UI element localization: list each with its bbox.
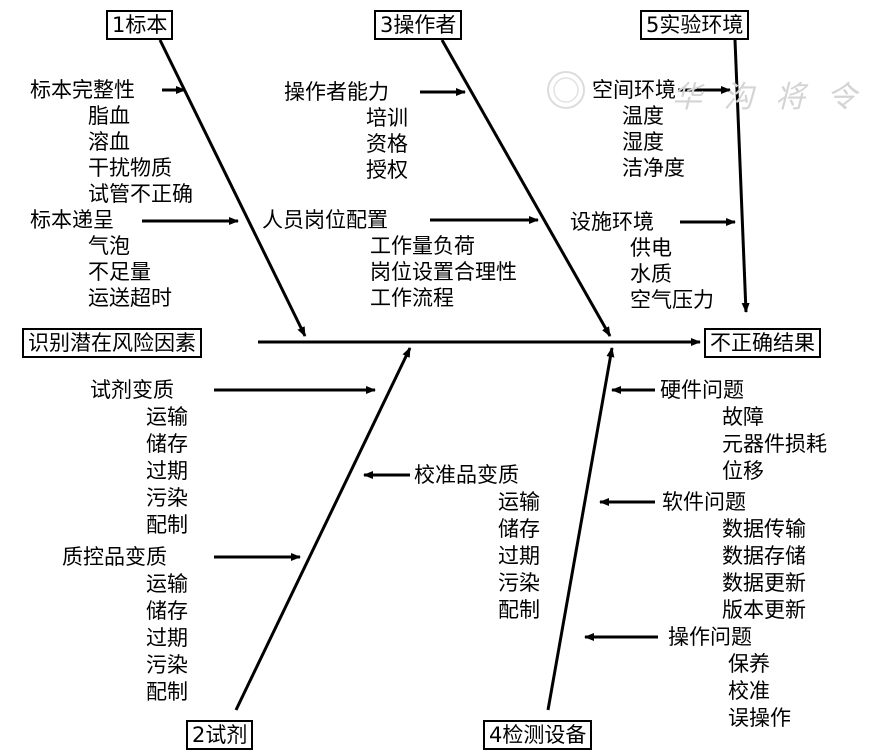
sub-cause: 污染 (498, 571, 540, 595)
category-specimen: 1标本 (106, 10, 174, 40)
sub-cause: 气泡 (88, 234, 130, 258)
cause-hardware: 硬件问题 (660, 378, 744, 402)
sub-cause: 工作量负荷 (370, 234, 475, 258)
sub-cause: 运送超时 (88, 286, 172, 310)
sub-cause: 过期 (146, 459, 188, 483)
sub-cause: 水质 (630, 262, 672, 286)
category-equipment: 4检测设备 (483, 720, 593, 750)
bone-environment (733, 39, 750, 313)
cause-operation: 操作问题 (668, 625, 752, 649)
sub-cause: 保养 (728, 652, 770, 676)
cause-staffing: 人员岗位配置 (262, 208, 388, 232)
sub-cause: 空气压力 (630, 288, 714, 312)
sub-cause: 数据传输 (722, 517, 806, 541)
cause-qc: 质控品变质 (62, 545, 167, 569)
sub-cause: 位移 (722, 459, 764, 483)
sub-cause: 储存 (498, 517, 540, 541)
category-reagent: 2试剂 (186, 720, 254, 750)
sub-cause: 数据存储 (722, 544, 806, 568)
sub-cause: 干扰物质 (88, 156, 172, 180)
sub-cause: 故障 (722, 405, 764, 429)
sub-cause: 版本更新 (722, 598, 806, 622)
bone-reagent (234, 347, 412, 711)
bone-equipment (546, 347, 615, 711)
sub-cause: 校准 (728, 679, 770, 703)
cause-integrity: 标本完整性 (30, 78, 135, 102)
sub-cause: 溶血 (88, 130, 130, 154)
sub-cause: 资格 (366, 132, 408, 156)
sub-cause: 数据更新 (722, 571, 806, 595)
sub-cause: 储存 (146, 599, 188, 623)
sub-cause: 湿度 (622, 130, 664, 154)
category-environment: 5实验环境 (640, 10, 750, 40)
cause-facility: 设施环境 (570, 210, 654, 234)
sub-cause: 元器件损耗 (722, 432, 827, 456)
cause-calibrator: 校准品变质 (414, 463, 519, 487)
cause-deterioration: 试剂变质 (90, 378, 174, 402)
sub-cause: 试管不正确 (88, 182, 193, 206)
sub-cause: 配制 (498, 598, 540, 622)
bone-operator (440, 39, 612, 337)
cause-space: 空间环境 (592, 78, 676, 102)
sub-cause: 污染 (146, 653, 188, 677)
sub-cause: 误操作 (728, 706, 791, 730)
sub-cause: 储存 (146, 432, 188, 456)
sub-cause: 配制 (146, 513, 188, 537)
sub-cause: 配制 (146, 680, 188, 704)
sub-cause: 过期 (498, 544, 540, 568)
sub-cause: 运输 (498, 490, 540, 514)
sub-cause: 培训 (366, 106, 408, 130)
watermark-text: 华 沟 将 令 (672, 80, 863, 115)
sub-cause: 运输 (146, 572, 188, 596)
sub-cause: 供电 (630, 236, 672, 260)
sub-cause: 过期 (146, 626, 188, 650)
sub-cause: 温度 (622, 104, 664, 128)
sub-cause: 脂血 (88, 104, 130, 128)
cause-ability: 操作者能力 (284, 80, 389, 104)
cause-software: 软件问题 (662, 490, 746, 514)
cause-delivery: 标本递呈 (30, 208, 114, 232)
sub-cause: 工作流程 (370, 286, 454, 310)
sub-cause: 运输 (146, 405, 188, 429)
spine-end: 不正确结果 (704, 328, 821, 358)
category-operator: 3操作者 (374, 10, 463, 40)
sub-cause: 洁净度 (622, 156, 685, 180)
sub-cause: 岗位设置合理性 (370, 260, 517, 284)
spine-start: 识别潜在风险因素 (22, 328, 202, 358)
sub-cause: 不足量 (88, 260, 151, 284)
sub-cause: 污染 (146, 486, 188, 510)
sub-cause: 授权 (366, 158, 408, 182)
